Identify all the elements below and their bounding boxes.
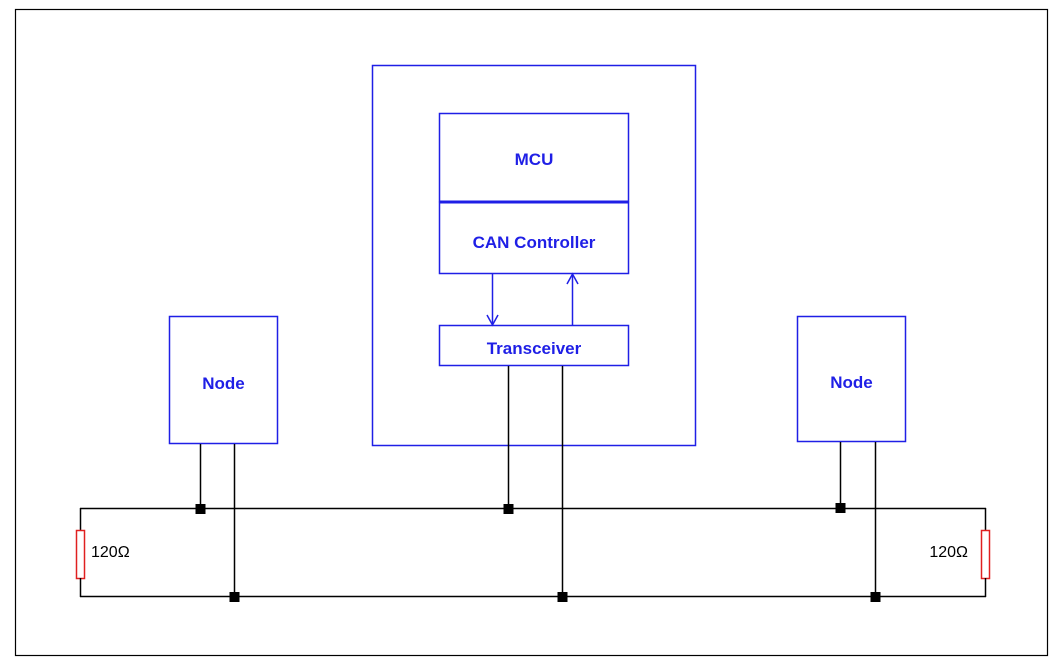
node-right-box — [796, 315, 907, 443]
can-controller-box — [438, 201, 630, 275]
left-resistor-label: 120Ω — [91, 544, 130, 561]
junction-transceiver-high — [503, 504, 514, 514]
central-node-box — [371, 64, 697, 447]
can-controller-label: CAN Controller — [473, 233, 596, 252]
node-right-label: Node — [830, 373, 873, 392]
mcu-label: MCU — [515, 150, 554, 169]
left-resistor — [75, 529, 86, 580]
transceiver-label: Transceiver — [487, 339, 582, 358]
diagram-frame — [14, 8, 1049, 657]
node-left-box — [168, 315, 279, 445]
down-arrow — [486, 274, 499, 327]
junction-node-right-high — [835, 503, 846, 513]
junction-node-right-low — [870, 592, 881, 602]
right-resistor-label: 120Ω — [929, 544, 968, 561]
junction-transceiver-low — [557, 592, 568, 602]
junction-node-left-high — [195, 504, 206, 514]
junction-node-left-low — [229, 592, 240, 602]
transceiver-box — [438, 324, 630, 367]
node-left-label: Node — [202, 374, 245, 393]
up-arrow — [566, 272, 579, 325]
right-resistor — [980, 529, 991, 580]
